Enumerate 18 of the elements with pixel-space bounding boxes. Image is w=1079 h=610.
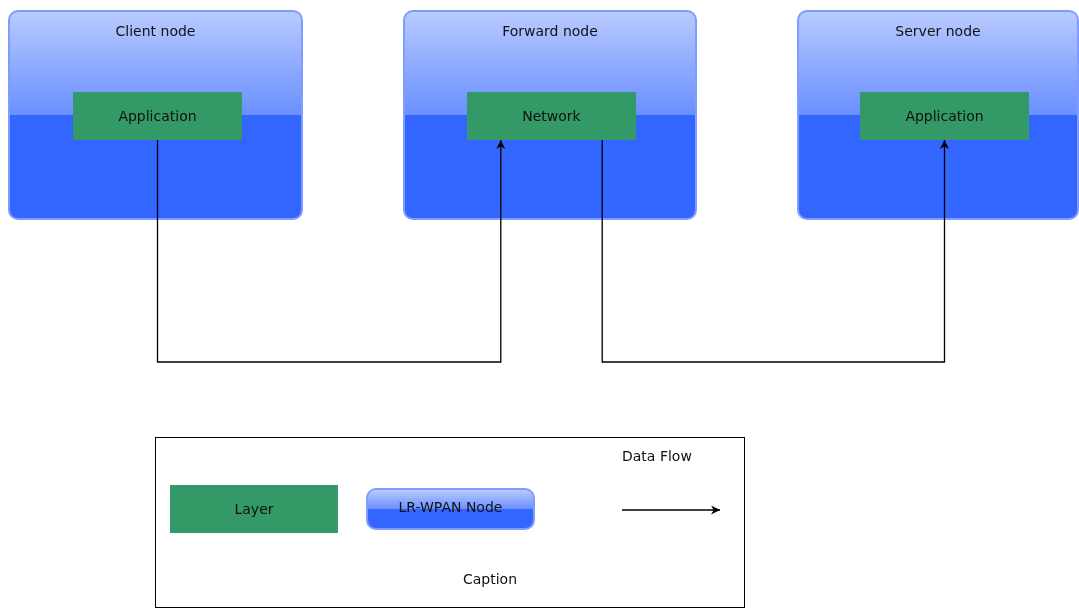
layer-box xyxy=(73,92,242,140)
legend-label: LR-WPAN Node xyxy=(398,499,503,515)
node-box xyxy=(797,10,1079,220)
node-title: Client node xyxy=(114,23,197,39)
arrow xyxy=(156,139,506,363)
node-box xyxy=(8,10,303,220)
layer-box xyxy=(467,92,636,140)
layer-label: Application xyxy=(118,108,197,124)
layer-box xyxy=(860,92,1029,140)
legend-caption: Caption xyxy=(463,571,518,587)
legend-label: Data Flow xyxy=(622,448,692,464)
layer-label: Network xyxy=(522,108,581,124)
node-title: Forward node xyxy=(501,23,599,39)
node-title: Server node xyxy=(894,23,982,39)
layer-label: Application xyxy=(905,108,984,124)
legend-label: Layer xyxy=(234,501,274,517)
node-box xyxy=(403,10,697,220)
arrow xyxy=(601,139,949,363)
